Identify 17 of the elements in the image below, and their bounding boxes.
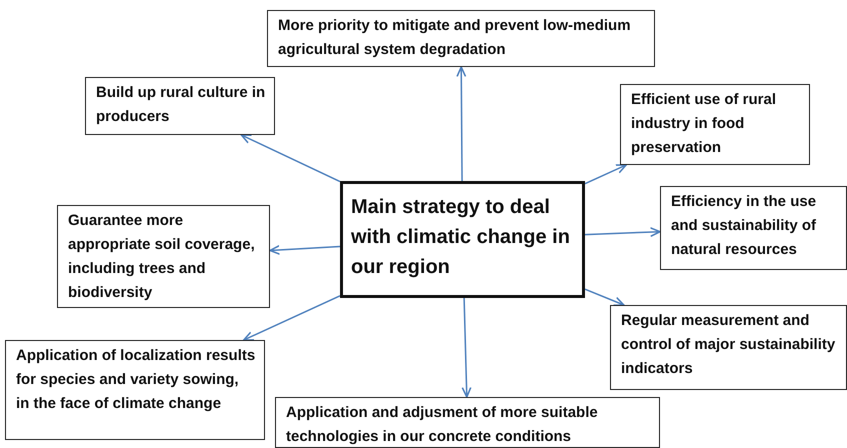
strategy-box: Application and adjusment of more suitable technologies in our concrete conditions [275,397,660,448]
strategy-box: Application of localization results for species and variety sowing, in the face of climate change [5,340,265,440]
arrow [240,134,340,182]
arrow [462,298,472,398]
arrow [456,66,466,181]
arrow [243,295,340,341]
strategy-box: Efficiency in the use and sustainability of natural resources [660,186,847,270]
arrow [584,164,627,184]
strategy-box: More priority to mitigate and prevent low-medium agricultural system degradation [267,10,655,67]
strategy-box: Regular measurement and control of major sustainability indicators [610,305,847,390]
strategy-box: Build up rural culture in producers [85,77,275,135]
arrow [269,244,340,255]
arrow [584,288,625,306]
central-box: Main strategy to deal with climatic change in our region [340,181,585,298]
strategy-box: Guarantee more appropriate soil coverage, including trees and biodiversity [57,205,270,308]
arrow [584,227,661,238]
strategy-box: Efficient use of rural industry in food preservation [620,84,810,165]
